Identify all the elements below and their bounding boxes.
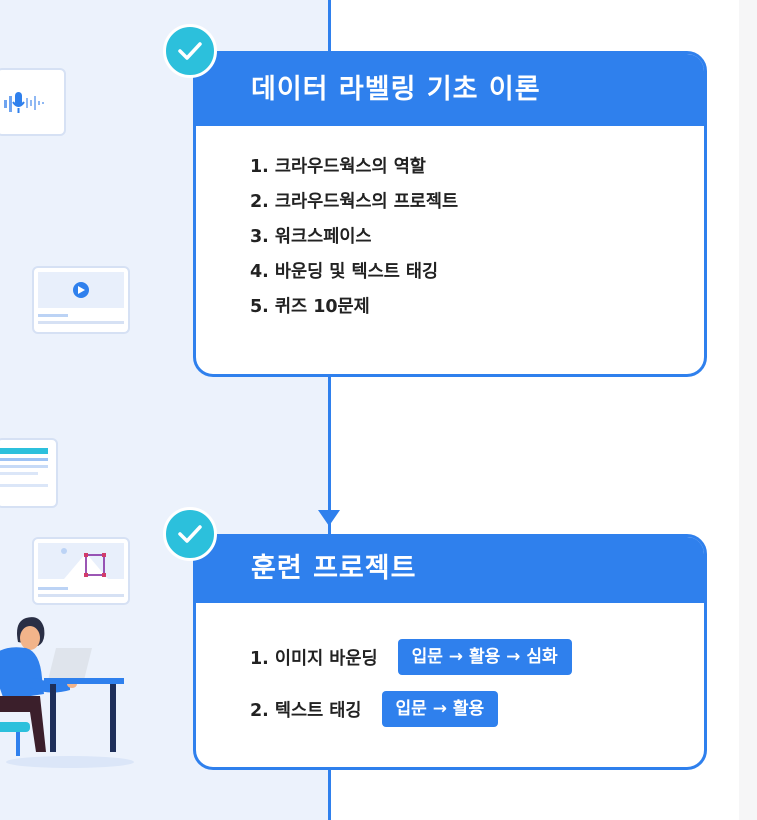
training-project-list: 1. 이미지 바운딩 입문 → 활용 → 심화 2. 텍스트 태깅 입문 → 활…: [196, 603, 704, 735]
project-label: 1. 이미지 바운딩: [250, 645, 378, 670]
project-label: 2. 텍스트 태깅: [250, 697, 362, 722]
list-item: 1. 크라우드웍스의 역할: [250, 150, 704, 185]
worker-illustration: [0, 600, 140, 770]
text-card-illustration: [0, 438, 58, 508]
training-card-title: 훈련 프로젝트: [196, 537, 704, 603]
bounding-card-illustration: [32, 537, 130, 605]
list-item: 2. 크라우드웍스의 프로젝트: [250, 185, 704, 220]
stage-badge: 입문 → 활용: [382, 691, 499, 727]
list-item: 3. 워크스페이스: [250, 220, 704, 255]
list-item: 4. 바운딩 및 텍스트 태깅: [250, 255, 704, 290]
theory-course-card: 데이터 라벨링 기초 이론 1. 크라우드웍스의 역할 2. 크라우드웍스의 프…: [193, 51, 707, 377]
right-gutter: [739, 0, 757, 820]
text-lines-icon: [0, 440, 56, 506]
training-project-card: 훈련 프로젝트 1. 이미지 바운딩 입문 → 활용 → 심화 2. 텍스트 태…: [193, 534, 707, 770]
theory-topic-list: 1. 크라우드웍스의 역할 2. 크라우드웍스의 프로젝트 3. 워크스페이스 …: [196, 126, 704, 325]
stage-badge: 입문 → 활용 → 심화: [398, 639, 572, 675]
list-item: 2. 텍스트 태깅 입문 → 활용: [250, 683, 704, 735]
video-card-illustration: [32, 266, 130, 334]
microphone-icon: [0, 70, 64, 134]
list-item: 1. 이미지 바운딩 입문 → 활용 → 심화: [250, 631, 704, 683]
check-icon: [163, 507, 217, 561]
audio-card-illustration: [0, 68, 66, 136]
arrow-down-icon: [318, 510, 340, 526]
check-icon: [163, 24, 217, 78]
theory-card-title: 데이터 라벨링 기초 이론: [196, 54, 704, 126]
list-item: 5. 퀴즈 10문제: [250, 290, 704, 325]
